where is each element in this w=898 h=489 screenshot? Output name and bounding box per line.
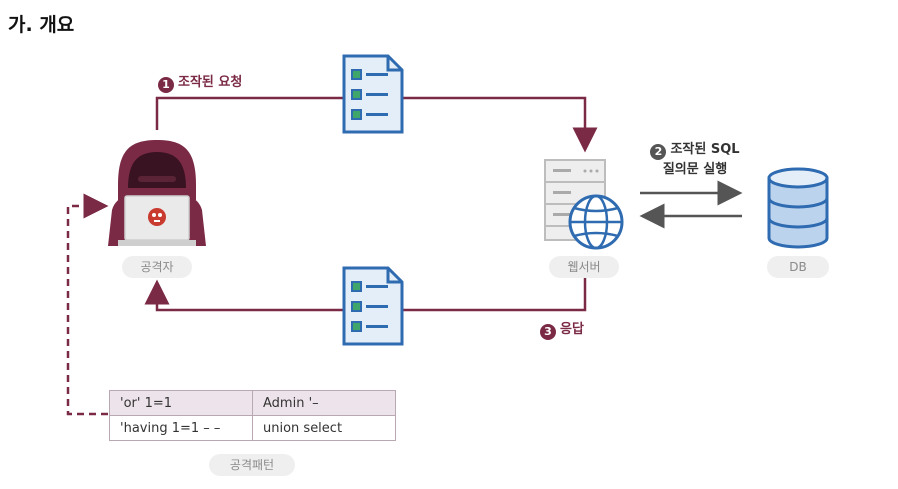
attack-pattern-table: 'or' 1=1 Admin '– 'having 1=1 – – union …	[109, 390, 396, 441]
step-3-label: 3 응답	[540, 318, 584, 340]
pattern-cell: 'having 1=1 – –	[109, 415, 253, 441]
db-label: DB	[767, 256, 829, 278]
pattern-cell: union select	[252, 415, 396, 441]
patterns-label: 공격패턴	[209, 454, 295, 476]
page-heading: 가. 개요	[8, 14, 75, 36]
step-3-text: 응답	[560, 322, 584, 337]
table-row: 'or' 1=1 Admin '–	[109, 390, 396, 416]
step-2-text-line1: 조작된 SQL	[670, 142, 740, 157]
step-3-number: 3	[540, 324, 556, 340]
step-2-number: 2	[650, 144, 667, 160]
document-icon	[342, 54, 404, 134]
step-1-text: 조작된 요청	[178, 75, 243, 90]
step-2-text-line2: 질의문 실행	[662, 162, 728, 177]
attacker-label: 공격자	[122, 256, 192, 278]
webserver-label: 웹서버	[549, 256, 619, 278]
database-icon	[767, 167, 829, 249]
step-1-number: 1	[158, 77, 174, 93]
document-icon	[342, 266, 404, 346]
hacker-icon	[108, 140, 206, 246]
globe-icon	[568, 194, 624, 250]
skull-icon	[148, 208, 166, 226]
pattern-cell: 'or' 1=1	[109, 390, 253, 416]
pattern-cell: Admin '–	[252, 390, 396, 416]
step-1-label: 1 조작된 요청	[158, 71, 242, 93]
pattern-dashed-arrow	[66, 193, 109, 416]
table-row: 'having 1=1 – – union select	[109, 415, 396, 441]
